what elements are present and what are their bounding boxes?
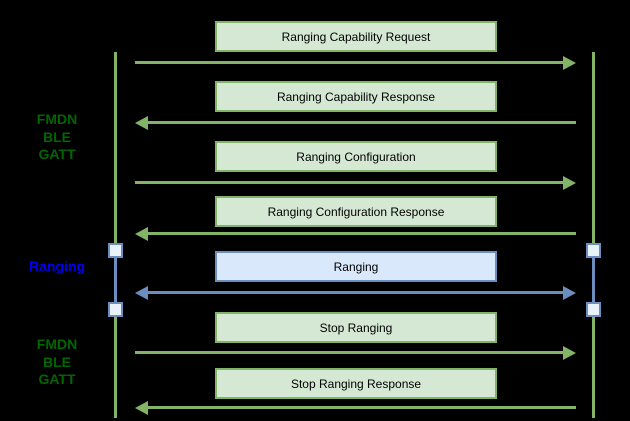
arrowhead-left-icon (135, 115, 148, 130)
arrow-line (135, 351, 565, 354)
message-box: Ranging Configuration Response (215, 196, 497, 227)
arrow-bidirectional-icon (135, 285, 576, 300)
arrow-line (146, 232, 576, 235)
activation-start-marker-right (586, 243, 601, 258)
arrowhead-right-icon (563, 345, 576, 360)
arrow-right-icon (135, 55, 576, 70)
message-box: Ranging (215, 251, 497, 282)
message-box: Ranging Capability Response (215, 81, 497, 112)
arrow-left-icon (135, 400, 576, 415)
arrowhead-left-icon (135, 226, 148, 241)
lifeline-right (592, 52, 595, 418)
arrow-right-icon (135, 345, 576, 360)
arrow-line (146, 291, 565, 294)
activation-end-marker-right (586, 302, 601, 317)
arrow-left-icon (135, 115, 576, 130)
arrowhead-right-icon (563, 285, 576, 300)
arrowhead-right-icon (563, 175, 576, 190)
arrow-left-icon (135, 226, 576, 241)
phase-label-fmdn-ble-gatt-bottom: FMDN BLE GATT (36, 336, 78, 388)
arrowhead-right-icon (563, 55, 576, 70)
activation-connector-right (592, 252, 595, 308)
arrow-right-icon (135, 175, 576, 190)
phase-label-fmdn-ble-gatt-top: FMDN BLE GATT (36, 111, 78, 163)
phase-label-ranging: Ranging (29, 258, 85, 274)
message-box: Ranging Capability Request (215, 21, 497, 52)
arrow-line (135, 181, 565, 184)
message-box: Ranging Configuration (215, 141, 497, 172)
activation-connector-left (114, 252, 117, 308)
message-box: Stop Ranging Response (215, 368, 497, 399)
message-box: Stop Ranging (215, 312, 497, 343)
arrow-line (135, 61, 565, 64)
lifeline-left (114, 52, 117, 418)
arrowhead-left-icon (135, 400, 148, 415)
activation-start-marker-left (108, 243, 123, 258)
activation-end-marker-left (108, 302, 123, 317)
arrow-line (146, 406, 576, 409)
arrow-line (146, 121, 576, 124)
arrowhead-left-icon (135, 285, 148, 300)
